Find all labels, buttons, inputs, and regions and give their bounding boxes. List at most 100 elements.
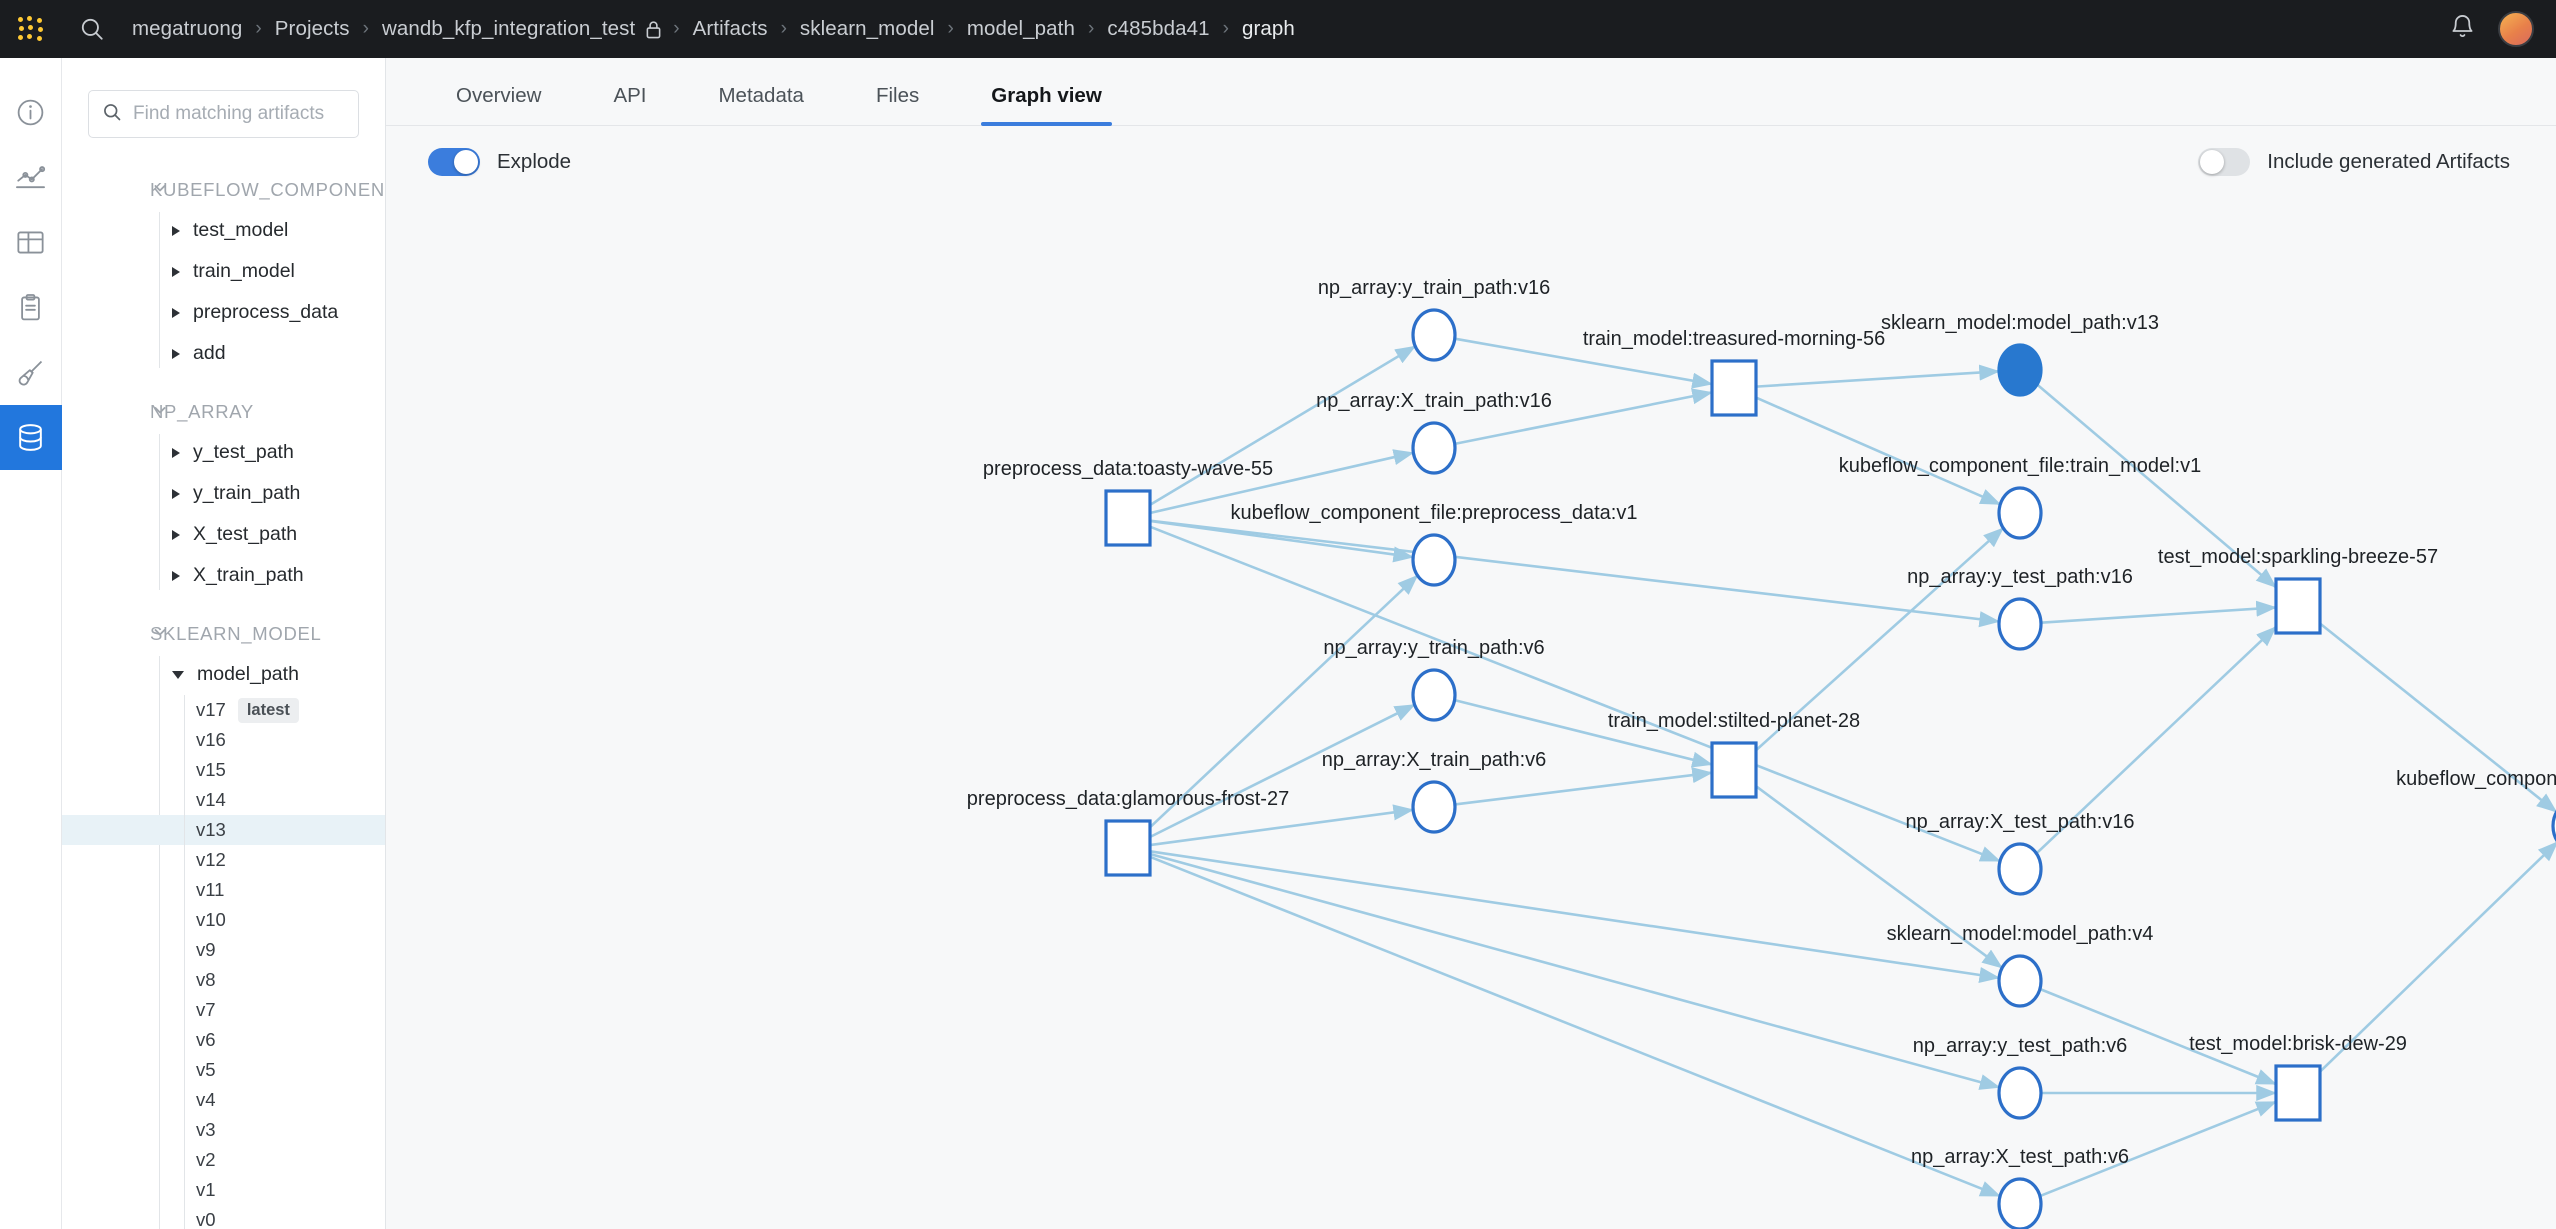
graph-node-circle[interactable] (1997, 597, 2043, 651)
graph-node-circle[interactable] (1997, 1177, 2043, 1229)
graph-node-circle[interactable] (1411, 668, 1457, 722)
table-icon[interactable] (0, 210, 62, 275)
broom-icon[interactable] (0, 340, 62, 405)
breadcrumb-item-graph[interactable]: graph (1242, 17, 1295, 40)
graph-node-circle[interactable] (1411, 308, 1457, 362)
graph-node-rect[interactable] (2274, 1064, 2322, 1122)
tree-item-add[interactable]: add (62, 333, 385, 374)
tree-item-x-train-path[interactable]: X_train_path (62, 555, 385, 596)
search-artifacts-box[interactable] (88, 90, 359, 138)
breadcrumb-item-project[interactable]: wandb_kfp_integration_test (381, 17, 636, 40)
graph-node-label: test_model:sparkling-breeze-57 (2157, 546, 2439, 568)
version-item-v8[interactable]: v8 (62, 965, 385, 995)
explode-toggle[interactable] (428, 148, 480, 176)
graph-node-circle[interactable] (1411, 533, 1457, 587)
tree-item-preprocess-data[interactable]: preprocess_data (62, 292, 385, 333)
tree-children-sklearn: model_path v17 latest v16 v15 v14 v13 v1… (62, 654, 385, 1229)
graph-node-circle[interactable] (1997, 842, 2043, 896)
breadcrumb-item-artifacts[interactable]: Artifacts (692, 17, 768, 40)
search-icon (102, 102, 122, 127)
version-item-v16[interactable]: v16 (62, 725, 385, 755)
notification-bell-icon[interactable] (2449, 13, 2476, 45)
chevron-right-icon (172, 266, 180, 277)
tree-group-label: NP_ARRAY (150, 401, 254, 422)
graph-node-circle[interactable] (1411, 421, 1457, 475)
version-item-v15[interactable]: v15 (62, 755, 385, 785)
tree-group-np-array[interactable]: NP_ARRAY (62, 392, 385, 432)
tab-files[interactable]: Files (875, 84, 920, 107)
graph-node-circle[interactable] (2551, 801, 2556, 851)
tree-item-label: add (193, 342, 226, 364)
include-generated-toggle[interactable] (2198, 148, 2251, 176)
tree-item-y-test-path[interactable]: y_test_path (62, 432, 385, 473)
version-label: v12 (196, 849, 226, 870)
clipboard-icon[interactable] (0, 275, 62, 340)
version-item-v13[interactable]: v13 (62, 815, 385, 845)
breadcrumb-item-version-hash[interactable]: c485bda41 (1107, 17, 1210, 40)
tree-item-y-train-path[interactable]: y_train_path (62, 473, 385, 514)
tree-item-label: X_train_path (193, 564, 304, 586)
graph-edge (1149, 703, 1416, 839)
version-item-v6[interactable]: v6 (62, 1025, 385, 1055)
version-item-v17[interactable]: v17 latest (62, 695, 385, 725)
tree-item-model-path[interactable]: model_path (62, 654, 385, 695)
version-label: v14 (196, 789, 226, 810)
version-item-v5[interactable]: v5 (62, 1055, 385, 1085)
tab-metadata[interactable]: Metadata (718, 84, 804, 107)
tree-item-test-model[interactable]: test_model (62, 210, 385, 251)
graph-node-circle[interactable] (1997, 486, 2043, 540)
include-generated-toggle-group[interactable]: Include generated Artifacts (2198, 148, 2510, 176)
tree-group-label: SKLEARN_MODEL (150, 623, 322, 644)
version-item-v10[interactable]: v10 (62, 905, 385, 935)
chart-line-icon[interactable] (0, 145, 62, 210)
version-item-v14[interactable]: v14 (62, 785, 385, 815)
breadcrumb-separator: › (1087, 18, 1095, 39)
graph-node-rect[interactable] (1104, 489, 1152, 547)
apps-grid-icon[interactable] (0, 16, 62, 42)
graph-node-rect[interactable] (1710, 741, 1758, 799)
version-label: v4 (196, 1089, 216, 1110)
version-item-v12[interactable]: v12 (62, 845, 385, 875)
graph-node-circle[interactable] (1997, 954, 2043, 1008)
toggle-knob (2200, 150, 2225, 174)
tree-group-sklearn-model[interactable]: SKLEARN_MODEL (62, 614, 385, 654)
version-item-v4[interactable]: v4 (62, 1085, 385, 1115)
graph-node-circle[interactable] (1997, 1066, 2043, 1120)
tree-group-kubeflow-component-file[interactable]: KUBEFLOW_COMPONENT... (62, 170, 385, 210)
graph-node-label: train_model:stilted-planet-28 (1607, 710, 1861, 732)
breadcrumb: megatruong › Projects › wandb_kfp_integr… (130, 15, 1297, 43)
chevron-right-icon (172, 307, 180, 318)
tab-overview[interactable]: Overview (456, 84, 542, 107)
breadcrumb-item-entity[interactable]: megatruong (132, 17, 243, 40)
tree-item-train-model[interactable]: train_model (62, 251, 385, 292)
version-label: v2 (196, 1149, 216, 1170)
search-icon[interactable] (62, 16, 122, 42)
breadcrumb-item-artifact-name[interactable]: model_path (966, 17, 1075, 40)
graph-node-circle[interactable] (1997, 343, 2043, 397)
tab-graph-view[interactable]: Graph view (981, 84, 1112, 126)
explode-label: Explode (497, 150, 572, 173)
version-item-v7[interactable]: v7 (62, 995, 385, 1025)
version-item-v0[interactable]: v0 (62, 1205, 385, 1229)
version-item-v9[interactable]: v9 (62, 935, 385, 965)
graph-node-label: np_array:X_test_path:v6 (1911, 1146, 2129, 1168)
tree-item-x-test-path[interactable]: X_test_path (62, 514, 385, 555)
version-item-v1[interactable]: v1 (62, 1175, 385, 1205)
breadcrumb-item-projects[interactable]: Projects (274, 17, 350, 40)
graph-node-rect[interactable] (1104, 819, 1152, 877)
search-input[interactable] (133, 103, 345, 125)
graph-node-rect[interactable] (2274, 577, 2322, 635)
database-icon[interactable] (0, 405, 62, 470)
info-icon[interactable] (0, 80, 62, 145)
version-item-v3[interactable]: v3 (62, 1115, 385, 1145)
breadcrumb-item-artifact-type[interactable]: sklearn_model (799, 17, 935, 40)
version-item-v2[interactable]: v2 (62, 1145, 385, 1175)
tab-api[interactable]: API (613, 84, 647, 107)
graph-node-rect[interactable] (1710, 359, 1758, 417)
avatar[interactable] (2498, 11, 2534, 47)
explode-toggle-group[interactable]: Explode (428, 148, 571, 176)
tree-children-kubeflow: test_model train_model preprocess_data a… (62, 210, 385, 374)
version-item-v11[interactable]: v11 (62, 875, 385, 905)
graph-node-circle[interactable] (1411, 780, 1457, 834)
